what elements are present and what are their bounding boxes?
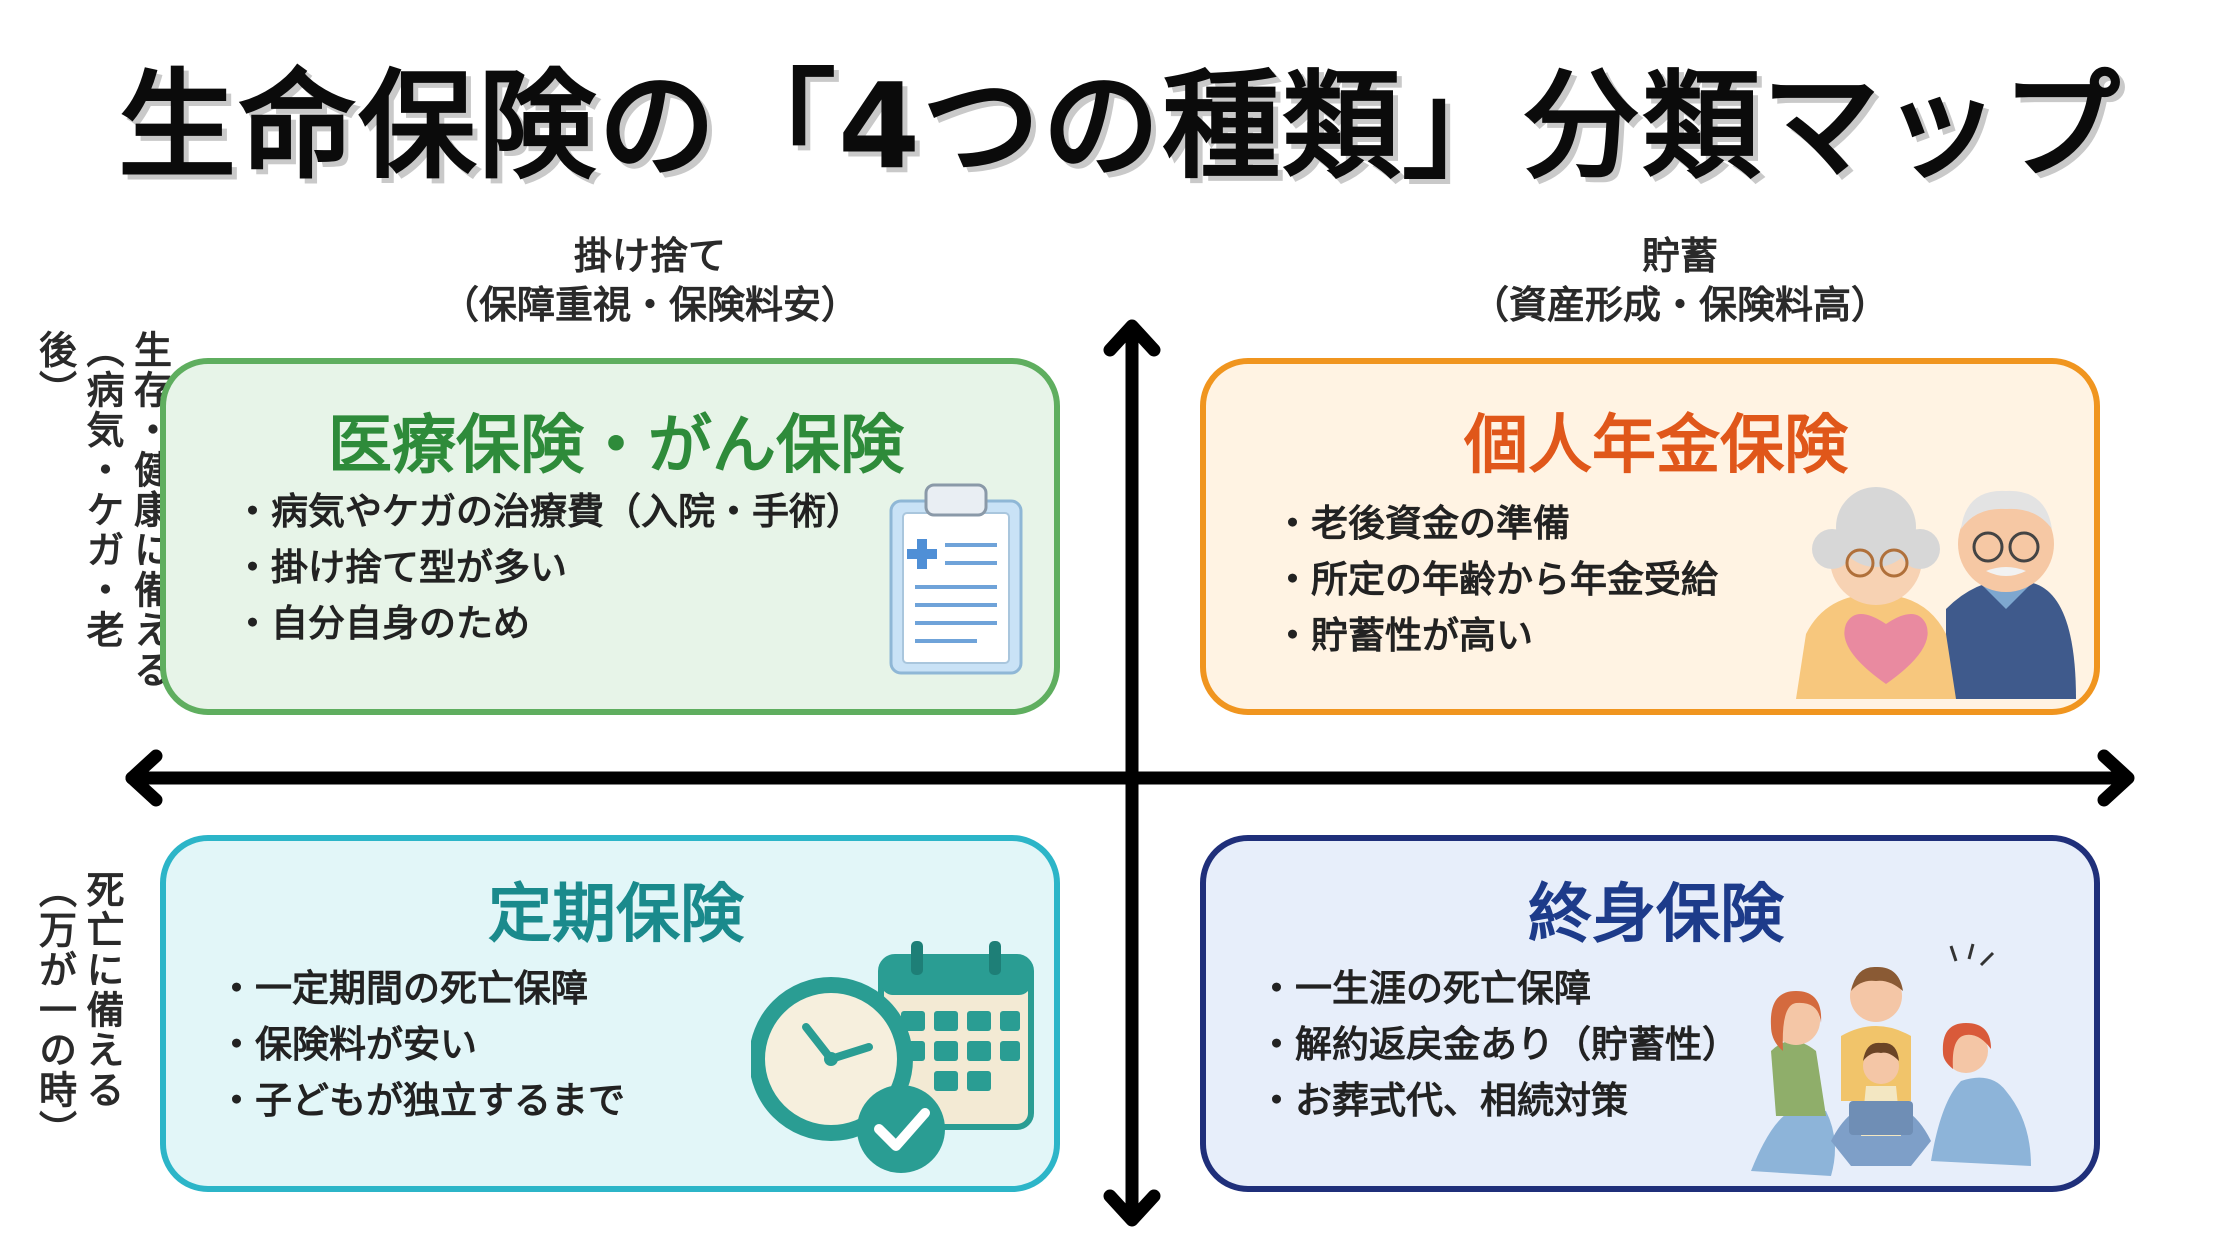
quadrant-medical-title: 医療保険・がん保険 [328,409,904,483]
axis-label-survival-line2: （病気・ケガ・老後） [32,330,125,650]
axis-label-kakesute: 掛け捨て （保障重視・保険料安） [350,232,950,331]
axis-label-chochiku-line2: （資産形成・保険料高） [1470,283,1889,328]
list-item: 保険料が安い [218,1017,625,1073]
list-item: 一定期間の死亡保障 [218,961,625,1017]
axis-label-death-line1: 死亡に備える [80,870,124,1110]
list-item: 子どもが独立するまで [218,1073,625,1129]
horizontal-axis-arrow [125,749,2135,807]
family-icon [1751,943,2031,1176]
page-title: 生命保険の「4つの種類」分類マップ [117,57,2123,195]
axis-label-survival: 生存・健康に備える （病気・ケガ・老後） [30,330,173,710]
quadrant-pension-insurance: 個人年金保険 老後資金の準備 所定の年齢から年金受給 貯蓄性が高い [1200,358,2100,715]
quadrant-term-title: 定期保険 [488,878,744,952]
quadrant-whole-bullets: 一生涯の死亡保障 解約返戻金あり（貯蓄性） お葬式代、相続対策 [1258,961,1739,1129]
list-item: 老後資金の準備 [1274,496,1718,552]
axis-label-chochiku: 貯蓄 （資産形成・保険料高） [1380,232,1980,331]
quadrant-whole-title: 終身保険 [1528,878,1784,952]
axis-label-chochiku-line1: 貯蓄 [1641,234,1718,278]
list-item: 病気やケガの治療費（入院・手術） [234,484,863,540]
list-item: 掛け捨て型が多い [234,540,863,596]
list-item: 解約返戻金あり（貯蓄性） [1258,1017,1739,1073]
list-item: 貯蓄性が高い [1274,608,1718,664]
axis-label-kakesute-line1: 掛け捨て [573,234,726,278]
list-item: 一生涯の死亡保障 [1258,961,1739,1017]
elderly-couple-icon [1796,487,2076,699]
list-item: 所定の年齢から年金受給 [1274,552,1718,608]
quadrant-pension-bullets: 老後資金の準備 所定の年齢から年金受給 貯蓄性が高い [1274,496,1718,664]
quadrant-whole-life-insurance: 終身保険 一生涯の死亡保障 解約返戻金あり（貯蓄性） お葬式代、相続対策 [1200,835,2100,1192]
quadrant-term-insurance: 定期保険 一定期間の死亡保障 保険料が安い 子どもが独立するまで [160,835,1060,1192]
axis-label-death-line2: （万が一の時） [32,870,77,1150]
clock-calendar-icon [751,941,1034,1173]
quadrant-pension-title: 個人年金保険 [1464,409,1848,483]
vertical-axis-arrow [1103,319,1161,1227]
axis-label-death: 死亡に備える （万が一の時） [30,870,125,1150]
list-item: お葬式代、相続対策 [1258,1073,1739,1129]
quadrant-medical-insurance: 医療保険・がん保険 病気やケガの治療費（入院・手術） 掛け捨て型が多い 自分自身… [160,358,1060,715]
quadrant-term-bullets: 一定期間の死亡保障 保険料が安い 子どもが独立するまで [218,961,625,1129]
quadrant-medical-bullets: 病気やケガの治療費（入院・手術） 掛け捨て型が多い 自分自身のため [234,484,863,652]
list-item: 自分自身のため [234,596,863,652]
clipboard-icon [889,483,1023,675]
axis-label-kakesute-line2: （保障重視・保険料安） [440,283,859,328]
